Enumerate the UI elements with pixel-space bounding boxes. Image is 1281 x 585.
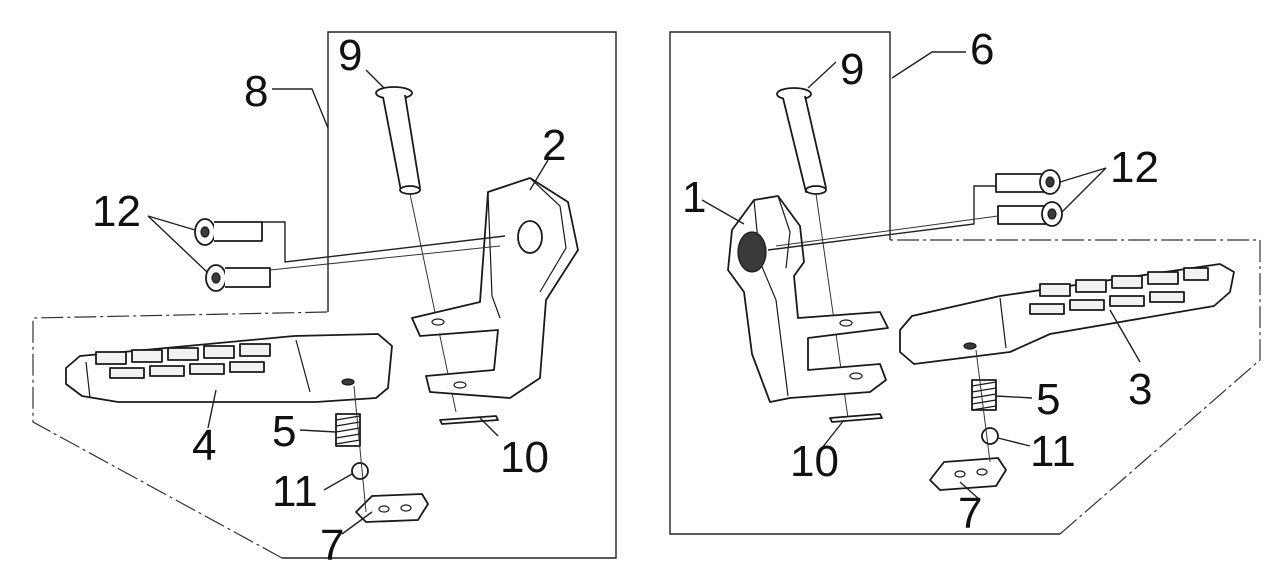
left-bracket-part-2 <box>411 177 579 399</box>
label-right-3: 3 <box>1128 365 1152 414</box>
right-spring-part-5 <box>971 379 997 411</box>
right-footpeg-part-3 <box>899 263 1235 365</box>
label-right-10: 10 <box>790 437 839 486</box>
label-left-2: 2 <box>542 121 566 170</box>
label-right-11: 11 <box>1030 427 1076 476</box>
label-left-5: 5 <box>272 407 296 456</box>
leader-left-11 <box>323 473 353 491</box>
leader-left-9 <box>365 69 385 89</box>
leader-right-12b <box>1061 167 1107 213</box>
leader-left-7 <box>341 511 373 535</box>
leader-left-4 <box>207 389 217 429</box>
leader-left-5 <box>299 429 337 433</box>
left-ball-part-11 <box>351 462 369 480</box>
leader-right-5 <box>995 395 1033 399</box>
left-bolts-part-12 <box>194 218 271 292</box>
leader-left-2 <box>529 159 549 191</box>
right-footpeg-grip <box>1029 267 1209 315</box>
right-ball-part-11 <box>981 427 999 445</box>
right-bolts-part-12 <box>995 169 1063 227</box>
leader-right-7 <box>959 481 981 501</box>
label-right-1: 1 <box>682 173 706 222</box>
leader-right-1 <box>701 199 745 225</box>
left-cotter-part-10 <box>439 415 499 425</box>
leader-left-12a <box>147 215 196 231</box>
left-plate-part-7 <box>355 493 429 523</box>
leader-left-10 <box>479 417 499 437</box>
leader-right-3 <box>1109 309 1141 363</box>
label-left-8: 8 <box>244 67 268 116</box>
right-assembly-frame-dashed <box>890 239 1261 535</box>
right-cotter-part-10 <box>829 413 883 423</box>
leader-right-11 <box>997 437 1031 447</box>
label-left-10: 10 <box>500 433 549 482</box>
left-assembly-frame <box>282 31 617 559</box>
left-footpeg-part-4 <box>65 333 393 403</box>
left-pin-part-9 <box>375 86 421 195</box>
label-right-6: 6 <box>970 25 994 74</box>
leader-right-12a <box>1059 167 1107 183</box>
left-bolt-axis <box>262 221 506 263</box>
right-pin-part-9 <box>776 87 827 195</box>
leader-right-6 <box>891 51 966 79</box>
label-left-4: 4 <box>192 421 216 470</box>
right-assembly-frame <box>669 31 1060 535</box>
right-footpeg-assembly: 9 6 1 12 3 5 10 11 7 <box>669 25 1261 538</box>
label-right-5: 5 <box>1036 375 1060 424</box>
left-footpeg-assembly: 8 9 2 12 4 5 10 11 7 <box>32 31 617 570</box>
label-right-12: 12 <box>1110 143 1159 192</box>
label-left-12: 12 <box>92 187 141 236</box>
label-left-7: 7 <box>320 521 344 570</box>
right-plate-part-7 <box>929 457 1007 491</box>
right-bracket-part-1 <box>727 195 889 403</box>
left-spring-part-5 <box>335 413 361 447</box>
label-right-9: 9 <box>840 45 864 94</box>
leader-left-8 <box>272 88 329 129</box>
label-right-7: 7 <box>958 489 982 538</box>
left-footpeg-grip <box>95 343 271 379</box>
label-left-9: 9 <box>338 31 362 80</box>
leader-right-9 <box>807 61 837 89</box>
right-bolt-axis <box>767 185 996 251</box>
left-assembly-frame-dashed <box>32 311 329 559</box>
leader-right-10 <box>821 419 845 449</box>
leader-left-12b <box>147 215 208 273</box>
label-left-11: 11 <box>272 467 318 516</box>
